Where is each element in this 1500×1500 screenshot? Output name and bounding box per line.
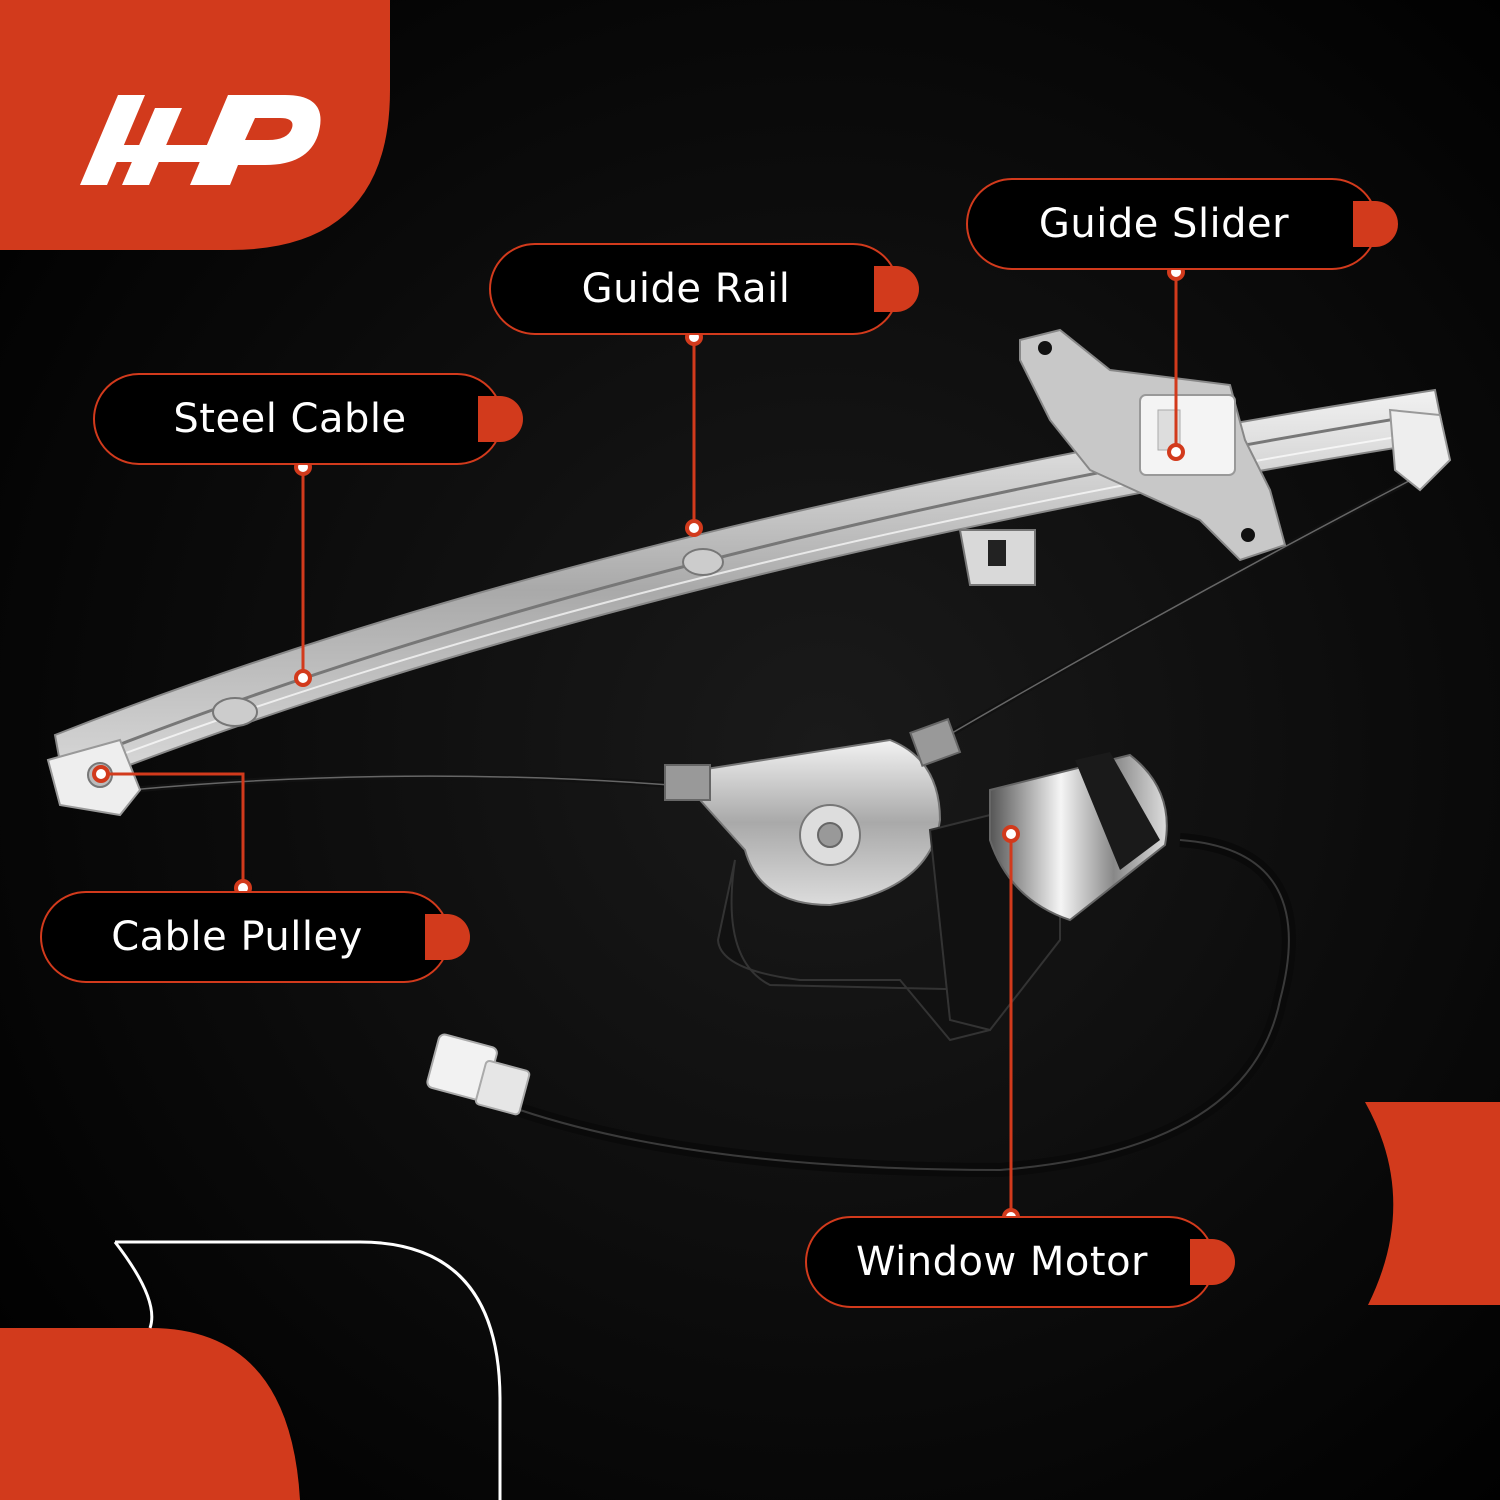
guide-slider-block — [1139, 394, 1236, 476]
steel-cable-lower-highlight — [129, 775, 671, 791]
callout-cable-pulley: Cable Pulley — [40, 891, 470, 983]
callout-tab — [425, 914, 470, 960]
callout-steel-cable: Steel Cable — [93, 373, 523, 465]
rail-rivet-1 — [212, 697, 258, 727]
logo-corner-shape — [0, 0, 390, 250]
rail-bracket-slot — [988, 540, 1006, 566]
brand-logo — [80, 95, 321, 185]
bottom-left-corner-shape — [0, 1328, 300, 1500]
slider-bracket-hole-2 — [1241, 528, 1255, 542]
callout-guide-rail: Guide Rail — [489, 243, 919, 335]
callout-window-motor: Window Motor — [805, 1216, 1235, 1308]
bottom-right-corner-shape — [1365, 1102, 1500, 1305]
callout-window-motor-label: Window Motor — [855, 1239, 1148, 1285]
leader-dots — [92, 263, 1185, 1226]
bottom-left-outline-inner — [113, 1241, 154, 1329]
leader-lines — [101, 272, 1178, 1217]
rail-rivet-2 — [682, 548, 724, 576]
callout-tab — [874, 266, 919, 312]
motor-wire-harness-highlight — [519, 839, 1290, 1172]
callout-guide-slider: Guide Slider — [966, 178, 1398, 270]
wire-connector — [426, 1033, 531, 1116]
callout-tab — [1190, 1239, 1235, 1285]
callout-tab — [478, 396, 523, 442]
slider-bracket-hole-1 — [1038, 341, 1052, 355]
gear-housing — [664, 717, 991, 1042]
callout-guide-rail-label: Guide Rail — [581, 266, 791, 312]
bottom-left-outline — [115, 1240, 502, 1500]
callout-steel-cable-label: Steel Cable — [173, 396, 407, 442]
callout-cable-pulley-label: Cable Pulley — [111, 914, 363, 960]
callout-tab — [1353, 201, 1398, 247]
callout-guide-slider-label: Guide Slider — [1038, 201, 1290, 247]
steel-cable-upper-highlight — [939, 469, 1431, 741]
window-motor — [928, 752, 1168, 1032]
top-pulley-housing — [1388, 408, 1452, 492]
